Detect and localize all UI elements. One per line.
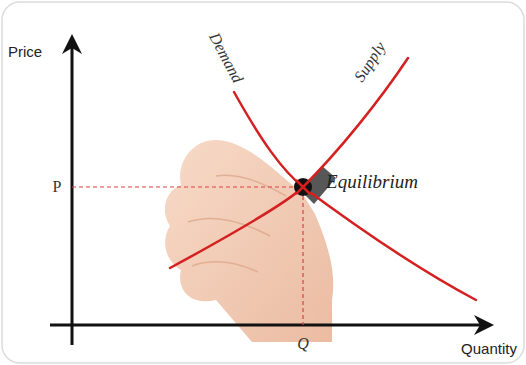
quantity-guide — [302, 196, 303, 325]
value-label: Q — [297, 335, 309, 353]
axis-arrowhead — [474, 315, 494, 335]
axis-title: Price — [8, 44, 42, 61]
finger-creases — [188, 175, 286, 272]
value-label: P — [53, 178, 62, 196]
price-guide — [72, 186, 294, 187]
axis-arrowhead — [62, 34, 82, 54]
equilibrium-cross — [296, 180, 310, 194]
hand-illustration — [165, 140, 333, 342]
axis-title: Quantity — [461, 341, 517, 358]
supply-curve — [170, 58, 408, 268]
demand-curve — [234, 92, 476, 300]
equilibrium-dot — [294, 178, 312, 196]
quantity-axis — [50, 324, 482, 327]
point-label: Equilibrium — [326, 172, 418, 193]
price-axis — [71, 46, 74, 345]
